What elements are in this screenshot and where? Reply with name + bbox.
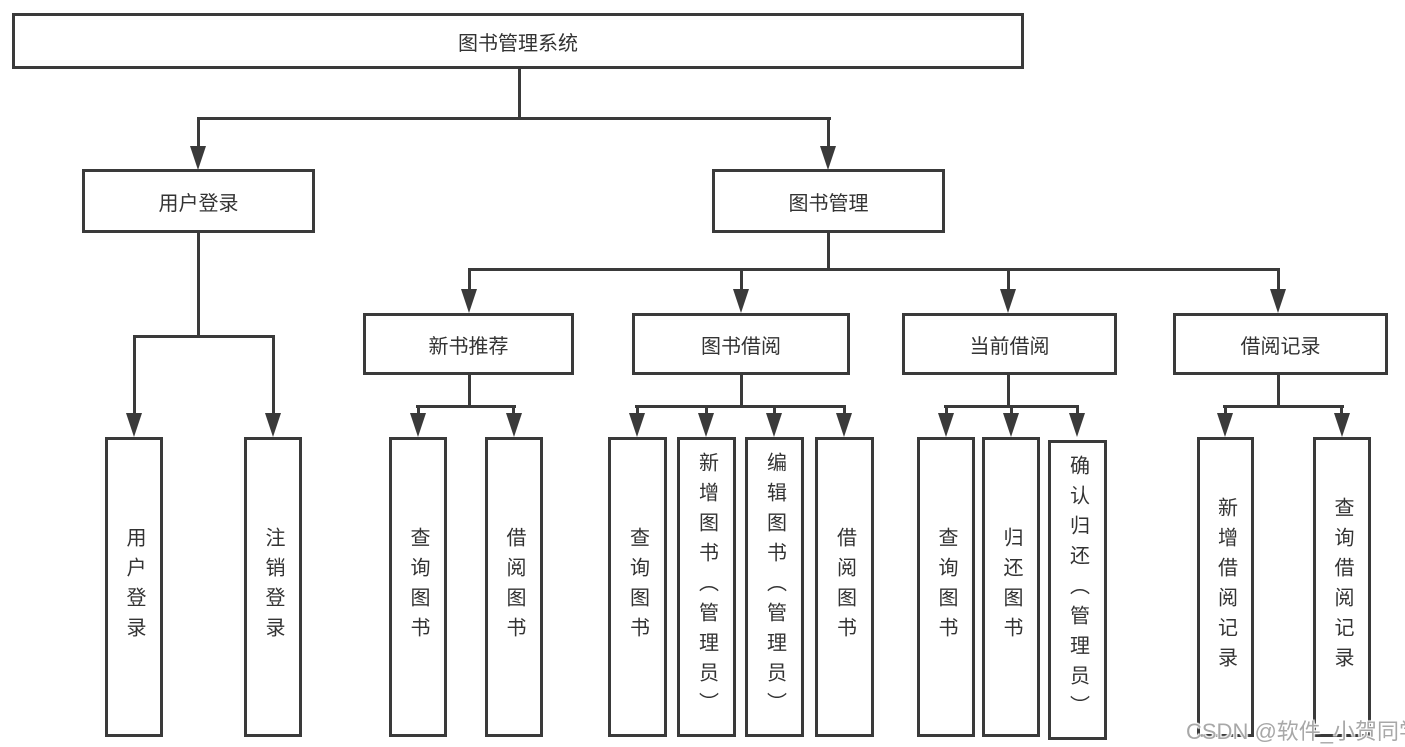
connector-book-borrow-trunk <box>740 375 743 408</box>
leaf-bb-edit-books-admin: 编辑图书（管理员） <box>745 437 804 737</box>
arrowhead-ul-logout <box>265 413 281 437</box>
connector-new-book-rec-split <box>416 405 516 408</box>
arrowhead-book-mgmt <box>820 146 836 170</box>
leaf-br-query-record: 查询借阅记录 <box>1313 437 1371 737</box>
connector-book-borrow-split <box>635 405 846 408</box>
leaf-logout-label: 注销登录 <box>262 527 284 647</box>
connector-drop-ul-logout <box>272 335 275 420</box>
leaf-cb-return-books: 归还图书 <box>982 437 1040 737</box>
connector-drop-borrow-records <box>1277 268 1280 296</box>
node-book-management: 图书管理 <box>712 169 945 233</box>
connector-new-book-rec-trunk <box>468 375 471 408</box>
connector-borrow-records-trunk <box>1277 375 1280 408</box>
arrowhead-cb-query <box>938 413 954 437</box>
node-borrow-records-label: 借阅记录 <box>1240 335 1321 358</box>
leaf-bb-query-books: 查询图书 <box>608 437 667 737</box>
leaf-nb-query-books: 查询图书 <box>389 437 447 737</box>
node-current-borrowing-label: 当前借阅 <box>969 335 1050 358</box>
arrowhead-cb-confirm <box>1069 413 1085 437</box>
leaf-cb-return-books-label: 归还图书 <box>1000 527 1022 647</box>
leaf-bb-borrow-books: 借阅图书 <box>815 437 874 737</box>
node-borrow-records: 借阅记录 <box>1173 313 1388 375</box>
arrowhead-bb-add <box>698 413 714 437</box>
node-current-borrowing: 当前借阅 <box>902 313 1117 375</box>
leaf-bb-borrow-books-label: 借阅图书 <box>833 527 856 647</box>
arrowhead-current-borrow <box>1000 289 1016 313</box>
leaf-cb-query-books-label: 查询图书 <box>935 527 957 647</box>
leaf-nb-borrow-books: 借阅图书 <box>485 437 543 737</box>
leaf-br-add-record-label: 新增借阅记录 <box>1214 497 1237 677</box>
leaf-cb-confirm-return-admin: 确认归还（管理员） <box>1048 440 1107 740</box>
node-book-borrowing: 图书借阅 <box>632 313 850 375</box>
arrowhead-nb-query <box>410 413 426 437</box>
arrowhead-br-add <box>1217 413 1233 437</box>
leaf-bb-query-books-label: 查询图书 <box>626 527 649 647</box>
node-user-login: 用户登录 <box>82 169 315 233</box>
node-book-borrowing-label: 图书借阅 <box>701 335 781 358</box>
arrowhead-bb-query <box>629 413 645 437</box>
leaf-cb-query-books: 查询图书 <box>917 437 975 737</box>
connector-user-login-trunk <box>197 233 200 338</box>
arrowhead-cb-return <box>1003 413 1019 437</box>
connector-root-trunk <box>518 66 521 120</box>
connector-level2-split <box>197 117 831 120</box>
leaf-user-login-label: 用户登录 <box>123 527 145 647</box>
csdn-watermark: CSDN @软件_小贺同学 <box>1186 719 1405 744</box>
leaf-br-query-record-label: 查询借阅记录 <box>1331 497 1353 677</box>
connector-drop-book-mgmt <box>827 117 830 155</box>
connector-drop-book-borrow <box>740 268 743 296</box>
arrowhead-bb-edit <box>766 413 782 437</box>
connector-level3-split <box>468 268 1279 271</box>
leaf-bb-add-books-admin-label: 新增图书（管理员） <box>695 452 718 722</box>
arrowhead-book-borrow <box>733 289 749 313</box>
connector-book-mgmt-trunk <box>827 233 830 271</box>
leaf-bb-add-books-admin: 新增图书（管理员） <box>677 437 736 737</box>
arrowhead-ul-login <box>126 413 142 437</box>
connector-current-borrow-trunk <box>1007 375 1010 408</box>
connector-drop-ul-login <box>133 335 136 420</box>
arrowhead-nb-borrow <box>506 413 522 437</box>
arrowhead-borrow-records <box>1270 289 1286 313</box>
node-new-book-recommend-label: 新书推荐 <box>428 335 509 358</box>
connector-drop-new-book-rec <box>468 268 471 296</box>
node-book-management-label: 图书管理 <box>788 192 869 215</box>
node-root-system-label: 图书管理系统 <box>458 32 578 55</box>
leaf-cb-confirm-return-admin-label: 确认归还（管理员） <box>1066 455 1089 725</box>
node-root-system: 图书管理系统 <box>12 13 1024 69</box>
arrowhead-user-login <box>190 146 206 170</box>
node-user-login-label: 用户登录 <box>158 192 239 215</box>
connector-user-login-split <box>133 335 275 338</box>
arrowhead-new-book-rec <box>461 289 477 313</box>
leaf-nb-query-books-label: 查询图书 <box>407 527 429 647</box>
arrowhead-br-query <box>1334 413 1350 437</box>
connector-drop-current-borrow <box>1007 268 1010 296</box>
leaf-nb-borrow-books-label: 借阅图书 <box>503 527 525 647</box>
leaf-user-login: 用户登录 <box>105 437 163 737</box>
connector-drop-user-login <box>197 117 200 155</box>
leaf-bb-edit-books-admin-label: 编辑图书（管理员） <box>763 452 786 722</box>
connector-borrow-records-split <box>1223 405 1344 408</box>
leaf-br-add-record: 新增借阅记录 <box>1197 437 1254 737</box>
node-new-book-recommend: 新书推荐 <box>363 313 574 375</box>
leaf-logout: 注销登录 <box>244 437 302 737</box>
arrowhead-bb-borrow <box>836 413 852 437</box>
